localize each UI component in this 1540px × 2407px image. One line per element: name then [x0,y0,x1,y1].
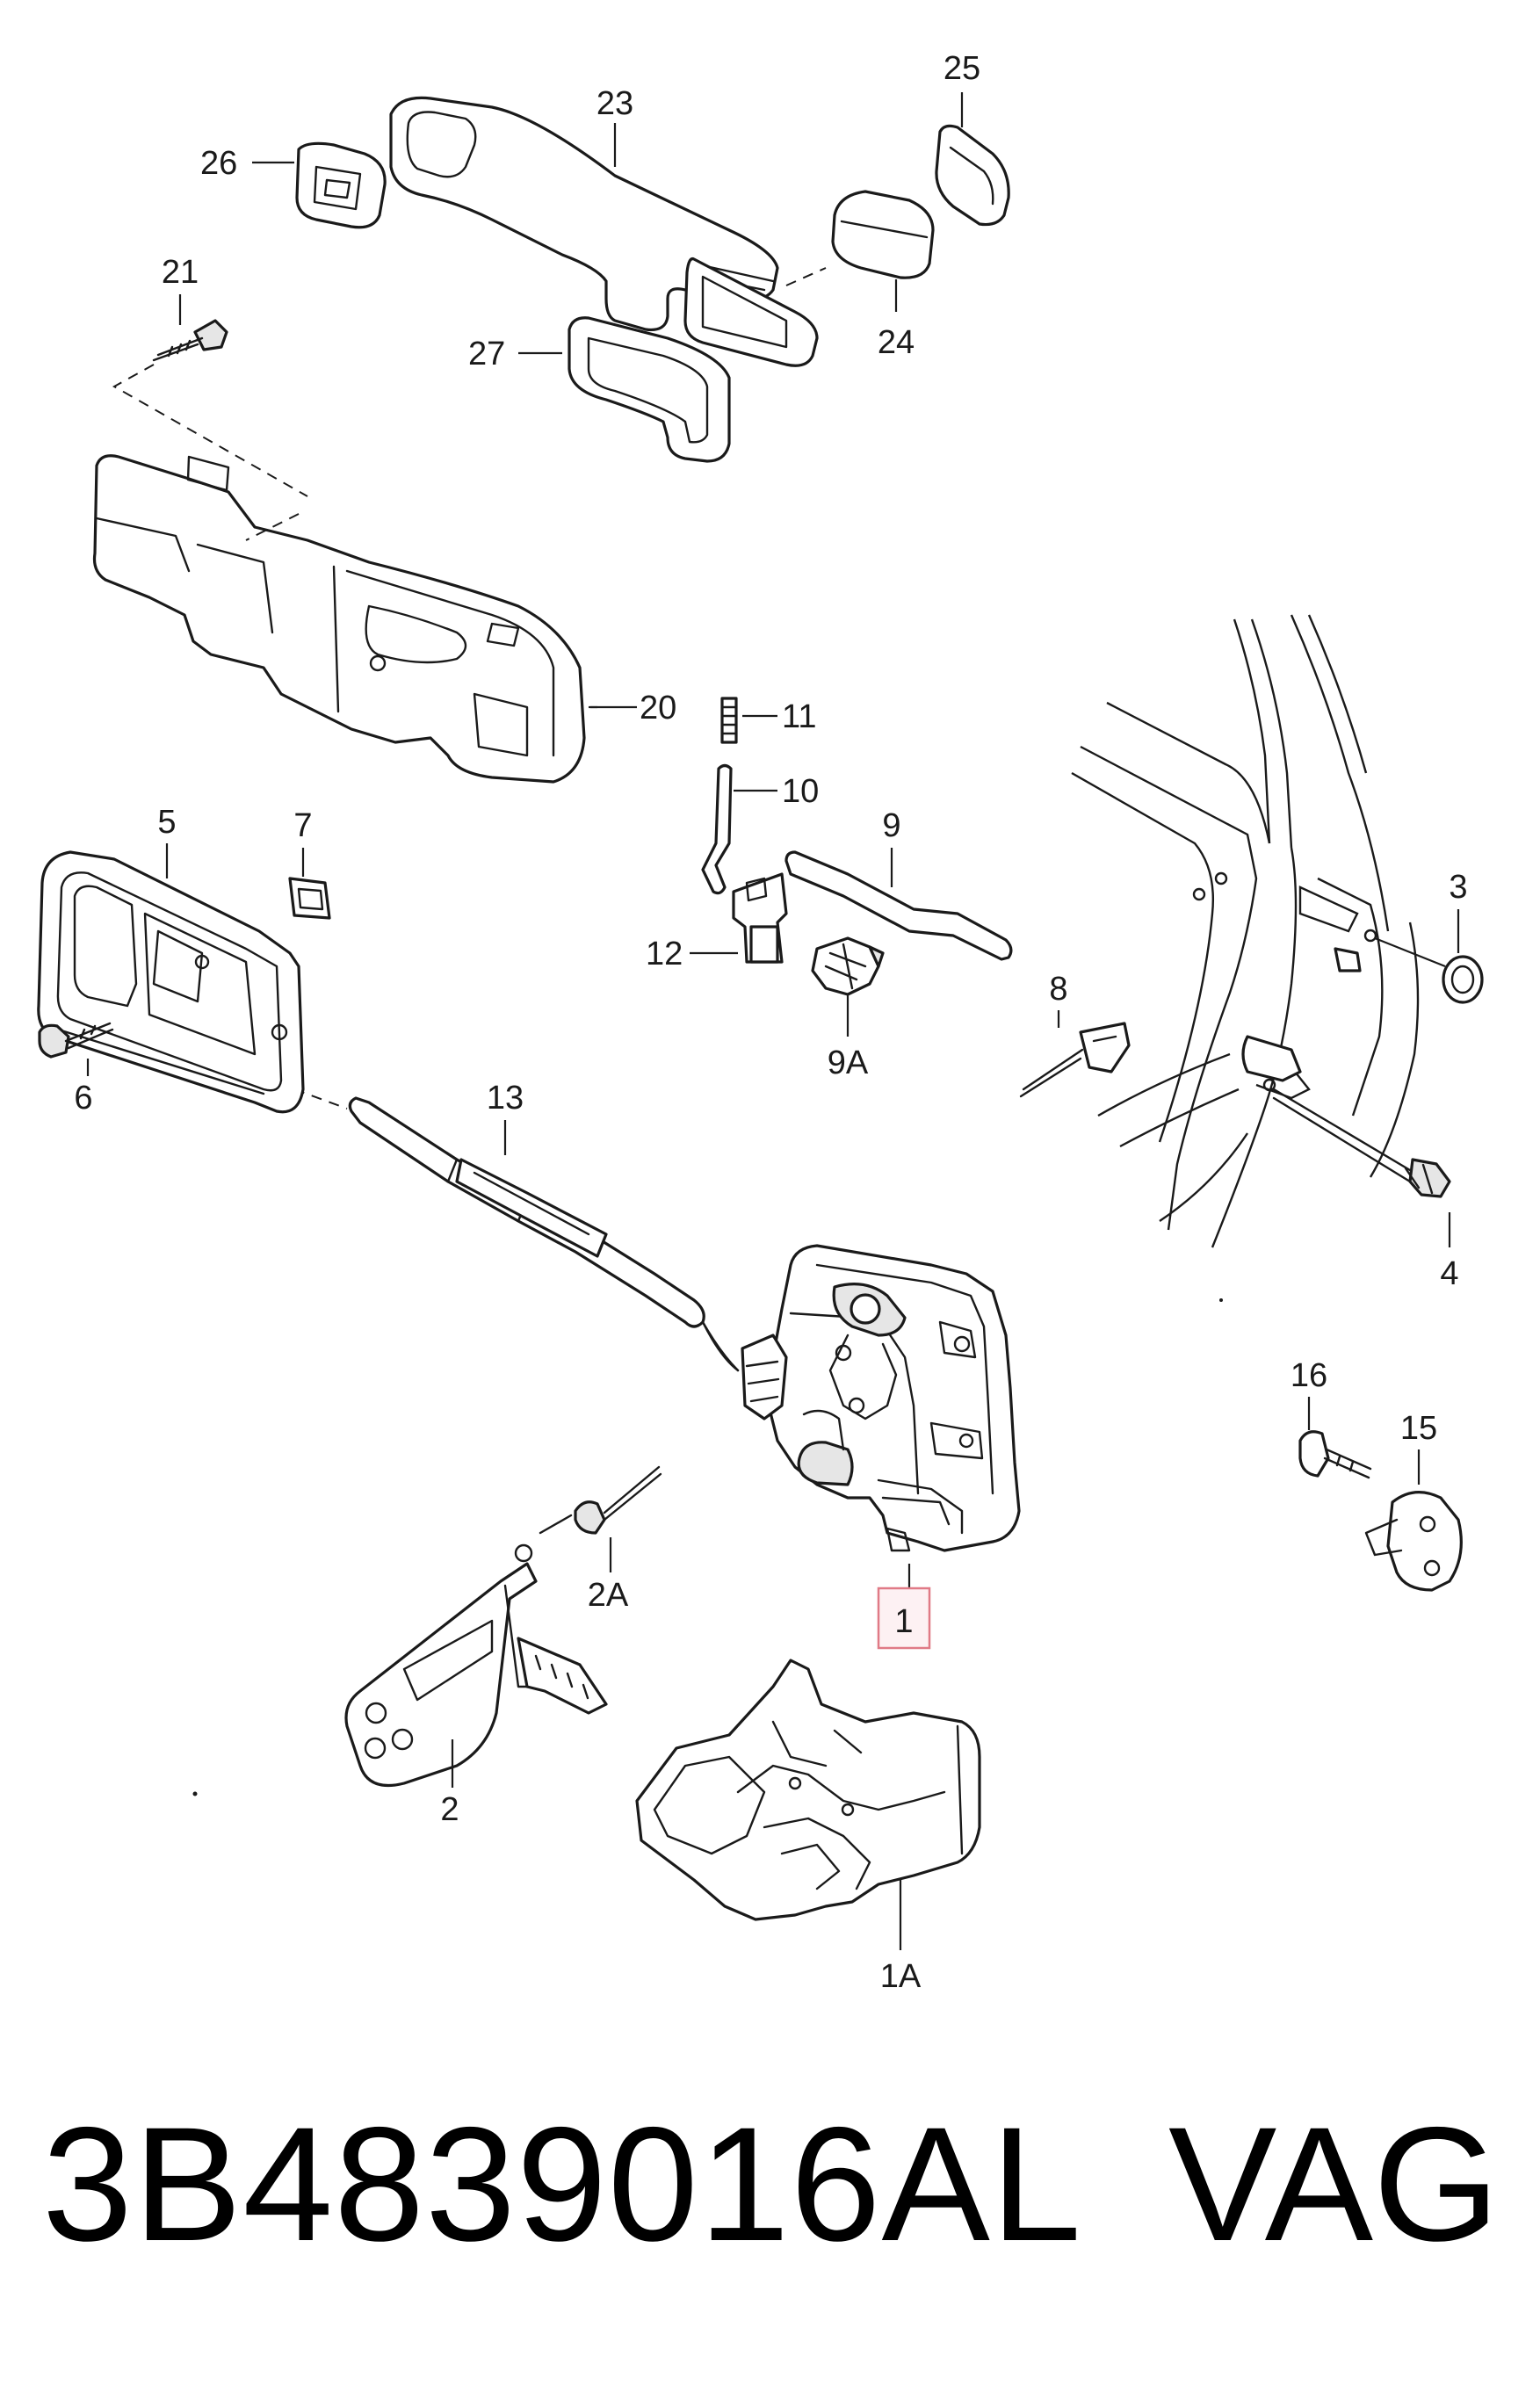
callout-12: 12 [646,936,683,972]
part-13-cable [348,1096,740,1372]
callout-6: 6 [74,1080,92,1117]
part-21-screw [152,319,228,362]
callout-25: 25 [944,50,980,87]
part-11-pin [720,697,738,744]
callout-7: 7 [293,807,312,844]
part-12-bracket [732,872,788,964]
part-8-switch [1019,1022,1131,1098]
callout-3: 3 [1449,869,1467,906]
part-1-door-lock [701,1244,1021,1552]
callout-21: 21 [162,254,199,291]
exploded-parts-diagram: 26 23 25 24 27 21 20 11 10 9 12 9A 8 3 4… [37,50,1484,1995]
part-20-handle-carrier [92,454,586,784]
callout-27: 27 [468,336,505,372]
callout-2A: 2A [588,1577,629,1614]
callout-23: 23 [596,85,633,122]
callout-26: 26 [200,145,237,182]
callout-20: 20 [640,690,676,726]
callout-2: 2 [440,1791,459,1828]
part-7-clip-nut [288,877,331,920]
callout-13: 13 [487,1080,524,1117]
door-body-panel [1071,614,1420,1248]
callout-10: 10 [782,773,819,810]
callout-24: 24 [878,324,915,361]
part-26-gasket [295,141,387,229]
part-5-inner-handle-housing [37,850,305,1114]
callout-15: 15 [1400,1410,1437,1447]
part-3-grommet [1442,955,1484,1004]
part-1A-lock-cover [635,1659,981,1921]
callout-4: 4 [1440,1255,1458,1292]
part-number-label: 3B4839016AL [42,2094,1082,2275]
callout-5: 5 [157,804,176,841]
callout-9: 9 [882,807,900,844]
part-4-bolt [1272,1088,1451,1198]
part-24-cap [831,190,935,279]
part-9A-clip [811,936,885,996]
part-25-end-cap [935,124,1010,227]
callout-8: 8 [1049,971,1067,1008]
callout-highlight-box [877,1587,931,1650]
callout-11: 11 [782,698,816,735]
part-2-bracket-plate [344,1543,608,1788]
callout-9A: 9A [828,1044,869,1081]
part-27-gasket [568,316,731,463]
part-9-rod [784,850,1013,961]
part-2A-rivet [539,1465,662,1535]
part-23-cover-pad [683,257,819,367]
part-6-screw [38,1022,114,1059]
callout-16: 16 [1291,1357,1327,1394]
part-10-rod [701,763,733,895]
part-15-striker [1364,1491,1463,1592]
callout-1A: 1A [880,1958,922,1995]
callout-1: 1 [894,1603,913,1640]
brand-label: VAG [1168,2094,1500,2275]
part-16-screw [1298,1430,1372,1479]
